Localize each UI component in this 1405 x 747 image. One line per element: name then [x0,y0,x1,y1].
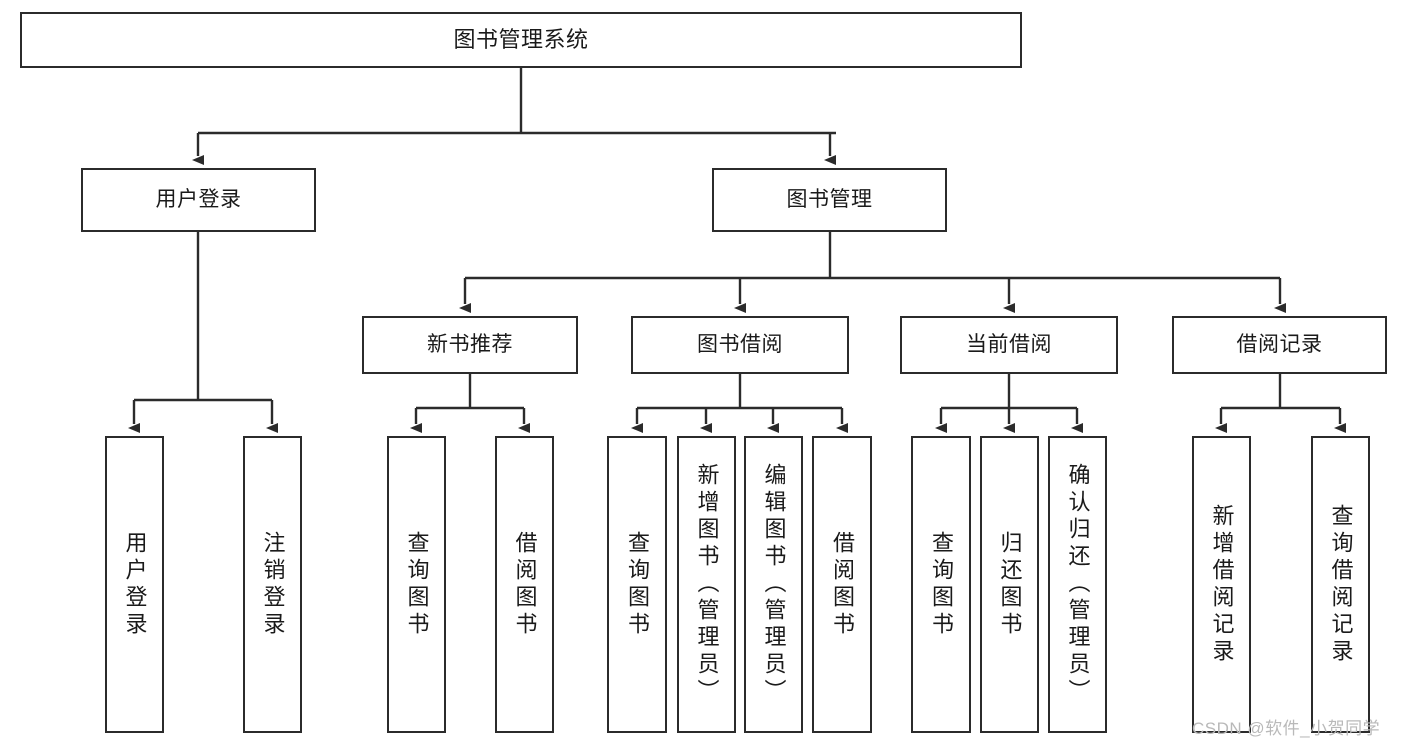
node-label: 查询图书 [625,530,650,639]
leaf-current-borrow-return[interactable]: 归还图书 [980,436,1039,733]
leaf-current-borrow-confirm-return[interactable]: 确认归还（管理员） [1048,436,1107,733]
node-book-borrow[interactable]: 图书借阅 [631,316,849,374]
node-borrow-record[interactable]: 借阅记录 [1172,316,1387,374]
node-current-borrow[interactable]: 当前借阅 [900,316,1118,374]
leaf-current-borrow-query[interactable]: 查询图书 [911,436,971,733]
node-label: 查询图书 [929,530,954,639]
node-label: 查询图书 [404,530,430,639]
leaf-book-borrow-add[interactable]: 新增图书（管理员） [677,436,736,733]
node-label: 用户登录 [122,530,148,639]
node-label: 图书管理 [786,187,873,211]
node-label: 当前借阅 [966,332,1052,356]
leaf-new-book-borrow[interactable]: 借阅图书 [495,436,554,733]
node-root-system[interactable]: 图书管理系统 [20,12,1022,68]
leaf-borrow-record-query[interactable]: 查询借阅记录 [1311,436,1370,733]
node-label: 编辑图书（管理员） [761,463,787,706]
node-label: 归还图书 [997,530,1023,639]
node-label: 图书借阅 [697,332,783,356]
node-new-book-recommend[interactable]: 新书推荐 [362,316,578,374]
node-label: 确认归还（管理员） [1065,463,1091,706]
node-label: 借阅图书 [512,530,538,639]
leaf-user-login-logout[interactable]: 注销登录 [243,436,302,733]
node-label: 借阅记录 [1236,332,1323,356]
node-user-login[interactable]: 用户登录 [81,168,316,232]
leaf-new-book-query[interactable]: 查询图书 [387,436,446,733]
leaf-book-borrow-edit[interactable]: 编辑图书（管理员） [744,436,803,733]
node-label: 借阅图书 [830,530,855,639]
node-book-management[interactable]: 图书管理 [712,168,947,232]
node-label: 新增借阅记录 [1209,503,1235,666]
csdn-watermark: CSDN @软件_小贺同学 [1192,719,1381,738]
node-label: 新增图书（管理员） [694,463,720,706]
node-label: 图书管理系统 [453,27,589,53]
leaf-borrow-record-add[interactable]: 新增借阅记录 [1192,436,1251,733]
leaf-book-borrow-lend[interactable]: 借阅图书 [812,436,872,733]
node-label: 用户登录 [155,187,242,211]
leaf-book-borrow-query[interactable]: 查询图书 [607,436,667,733]
node-label: 查询借阅记录 [1328,503,1354,666]
leaf-user-login-login[interactable]: 用户登录 [105,436,164,733]
node-label: 注销登录 [260,530,286,639]
node-label: 新书推荐 [427,332,513,356]
